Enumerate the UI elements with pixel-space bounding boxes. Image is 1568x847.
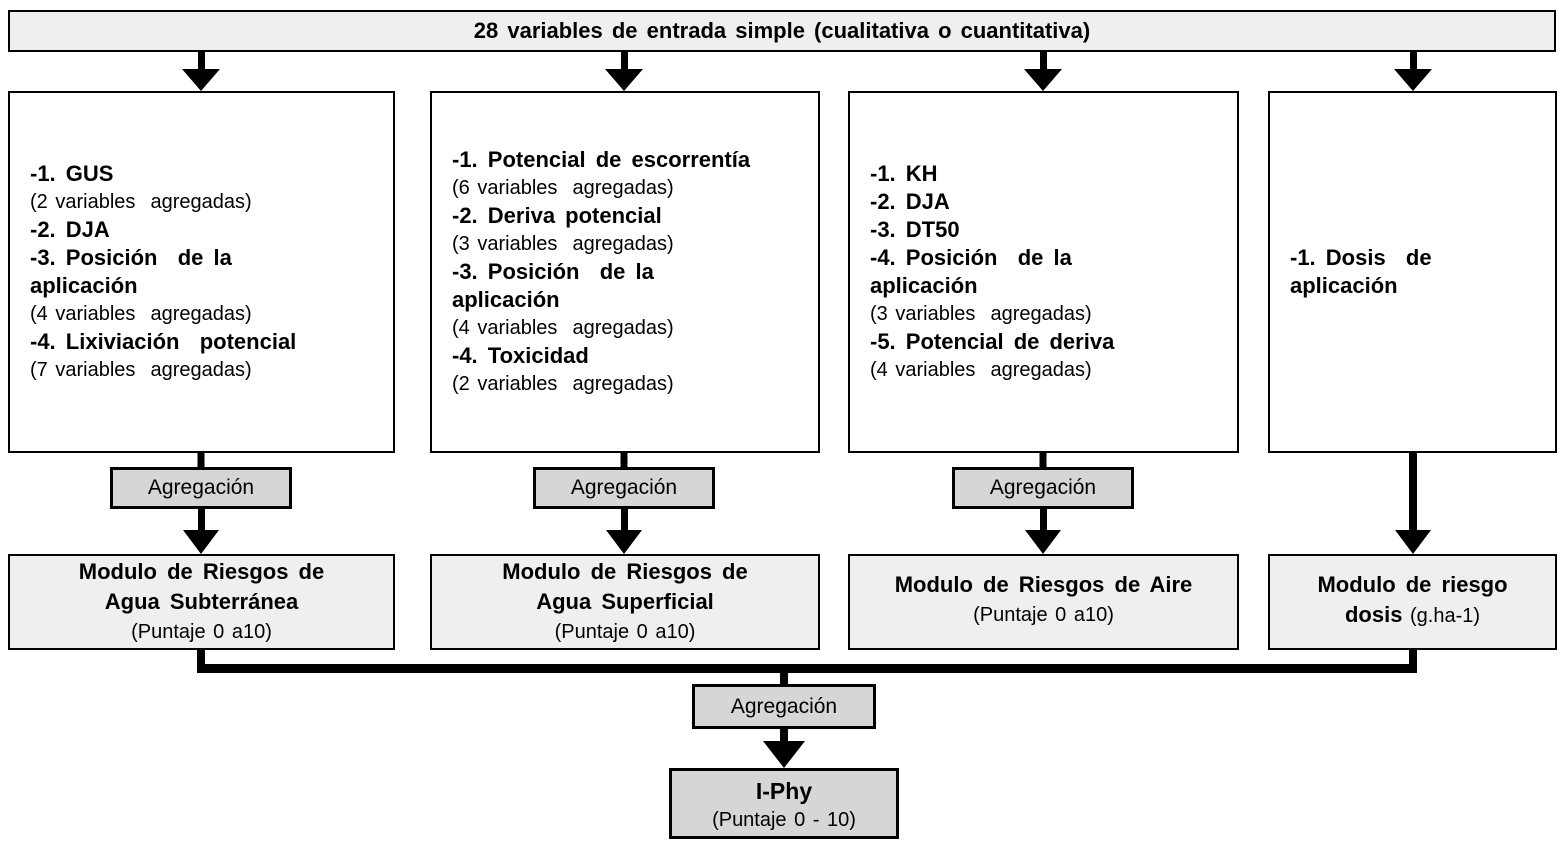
- input-line: -5. Potencial de deriva: [870, 329, 1115, 354]
- input-line: -2. Deriva potencial: [452, 203, 662, 228]
- module-title-line: Modulo de Riesgos de: [502, 559, 748, 584]
- connector-line: [1409, 650, 1417, 664]
- aggregation-label: Agregación: [570, 476, 678, 499]
- arrow-down-icon: [182, 52, 220, 91]
- module-title-line: Modulo de riesgo: [1317, 572, 1508, 597]
- input-line: aplicación: [30, 273, 138, 298]
- aggregation-box-air: Agregación: [952, 467, 1134, 509]
- input-line: -2. DJA: [30, 217, 110, 242]
- connector-line: [780, 673, 788, 684]
- input-line: -1. KH: [870, 161, 938, 186]
- module-box-surface-water: Modulo de Riesgos de Agua Superficial (P…: [430, 554, 820, 650]
- module-box-groundwater: Modulo de Riesgos de Agua Subterránea (P…: [8, 554, 395, 650]
- input-line: (2 variables agregadas): [30, 191, 252, 213]
- module-title-line: Modulo de Riesgos de Aire: [894, 572, 1193, 597]
- banner-text: 28 variables de entrada simple (cualitat…: [473, 18, 1091, 43]
- arrow-down-icon: [1025, 509, 1061, 554]
- aggregation-label: Agregación: [147, 476, 255, 499]
- module-subtitle: (Puntaje 0 a10): [973, 604, 1114, 626]
- input-line: -2. DJA: [870, 189, 950, 214]
- input-line: -3. Posición de la: [30, 245, 232, 270]
- arrow-down-icon: [1394, 52, 1432, 91]
- input-line: aplicación: [452, 287, 560, 312]
- connector-line: [197, 650, 205, 664]
- module-box-air: Modulo de Riesgos de Aire (Puntaje 0 a10…: [848, 554, 1239, 650]
- module-subtitle: (Puntaje 0 a10): [554, 621, 696, 643]
- module-title-line: dosis (g.ha-1): [1345, 600, 1480, 631]
- result-subtitle: (Puntaje 0 - 10): [712, 808, 856, 831]
- input-line: -1. Potencial de escorrentía: [452, 147, 751, 172]
- input-line: aplicación: [1290, 273, 1398, 298]
- arrow-down-icon: [606, 509, 642, 554]
- module-title-line: Agua Superficial: [536, 589, 714, 614]
- input-line: -3. Posición de la: [452, 259, 654, 284]
- input-line: aplicación: [870, 273, 978, 298]
- module-title-line: Modulo de Riesgos de: [78, 559, 325, 584]
- input-line: -1. Dosis de: [1290, 245, 1432, 270]
- input-line: (2 variables agregadas): [452, 373, 674, 395]
- aggregation-box-final: Agregación: [692, 684, 876, 729]
- input-box-air: -1. KH -2. DJA -3. DT50 -4. Posición de …: [848, 91, 1239, 453]
- result-title: I-Phy: [755, 777, 813, 804]
- input-line: -4. Lixiviación potencial: [30, 329, 297, 354]
- input-line: (4 variables agregadas): [30, 303, 252, 325]
- aggregation-label: Agregación: [989, 476, 1097, 499]
- input-line: (4 variables agregadas): [870, 359, 1092, 381]
- banner-input-variables: 28 variables de entrada simple (cualitat…: [8, 10, 1556, 52]
- input-box-groundwater: -1. GUS (2 variables agregadas) -2. DJA …: [8, 91, 395, 453]
- aggregation-box-surface-water: Agregación: [533, 467, 715, 509]
- connector-line: [197, 453, 205, 467]
- input-line: -4. Posición de la: [870, 245, 1072, 270]
- arrow-down-icon: [605, 52, 643, 91]
- connector-line: [620, 453, 628, 467]
- connector-line: [197, 664, 1417, 673]
- input-line: (3 variables agregadas): [870, 303, 1092, 325]
- result-box-iphy: I-Phy (Puntaje 0 - 10): [669, 768, 899, 839]
- arrow-down-icon: [1395, 453, 1431, 554]
- input-line: -4. Toxicidad: [452, 343, 589, 368]
- module-title-unit: (g.ha-1): [1402, 605, 1481, 627]
- input-line: (7 variables agregadas): [30, 359, 252, 381]
- connector-line: [1039, 453, 1047, 467]
- input-line: (4 variables agregadas): [452, 317, 674, 339]
- arrow-down-icon: [763, 729, 805, 768]
- input-line: -3. DT50: [870, 217, 960, 242]
- input-line: -1. GUS: [30, 161, 114, 186]
- aggregation-box-groundwater: Agregación: [110, 467, 292, 509]
- aggregation-label: Agregación: [730, 694, 838, 718]
- module-title-line: Agua Subterránea: [104, 589, 299, 614]
- arrow-down-icon: [1024, 52, 1062, 91]
- input-line: (6 variables agregadas): [452, 177, 674, 199]
- module-title-bold: dosis: [1344, 602, 1403, 627]
- arrow-down-icon: [183, 509, 219, 554]
- input-line: (3 variables agregadas): [452, 233, 674, 255]
- module-subtitle: (Puntaje 0 a10): [131, 621, 272, 643]
- input-box-dose: -1. Dosis de aplicación: [1268, 91, 1557, 453]
- input-box-surface-water: -1. Potencial de escorrentía (6 variable…: [430, 91, 820, 453]
- module-box-dose: Modulo de riesgo dosis (g.ha-1): [1268, 554, 1557, 650]
